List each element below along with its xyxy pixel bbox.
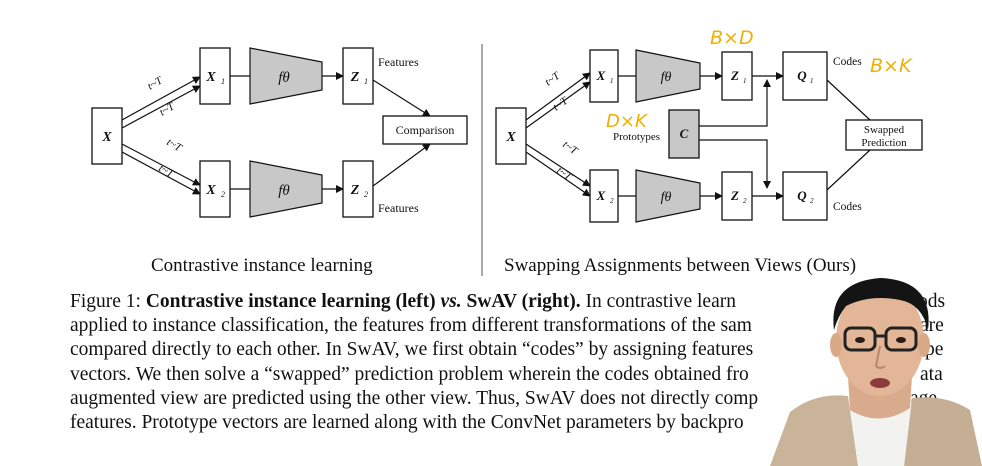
right-encoder1-label: fθ [661, 70, 672, 85]
right-input-label: X [505, 130, 516, 145]
right-codes-label-bottom: Codes [833, 201, 862, 213]
left-encoder2-label: fθ [278, 183, 290, 199]
swapped-prediction-box [845, 119, 923, 151]
right-view2-label: X [596, 188, 606, 203]
left-view1-sub: 1 [221, 77, 225, 86]
caption-line-2: applied to instance classification, the … [70, 314, 950, 338]
swapped-prediction-line1: Swapped [864, 124, 905, 136]
annotation-bxd: B×D [710, 27, 754, 49]
left-encoder1-label: fθ [278, 70, 290, 86]
right-code2-box [782, 171, 828, 221]
right-encoder2 [635, 169, 701, 223]
caption-line2-text: applied to instance classification, the … [70, 315, 752, 337]
right-transform-label: t~T [554, 165, 574, 184]
caption-line-1: Figure 1: Contrastive instance learning … [70, 290, 950, 314]
right-code1-label: Q [797, 68, 807, 83]
caption-line-4: vectors. We then solve a “swapped” predi… [70, 363, 950, 387]
left-feat2-label: Z [350, 183, 360, 198]
right-view1-label: X [596, 68, 606, 83]
left-features-label-bottom: Features [378, 201, 419, 215]
caption-line1-rest: In contrastive learn [580, 291, 736, 312]
prototypes-box [668, 109, 700, 159]
left-input-label: X [101, 130, 112, 145]
left-view1-box [199, 47, 231, 105]
left-feat2-sub: 2 [364, 190, 368, 199]
left-feat1-sub: 1 [364, 77, 368, 86]
caption-bold-2: SwAV (right). [461, 291, 581, 312]
caption-line5-end: age [910, 387, 938, 409]
right-input-box [495, 107, 527, 165]
left-feat1-label: Z [350, 70, 360, 85]
left-transform-label: t~T [146, 74, 166, 92]
left-transform-label: t~T [158, 100, 178, 118]
right-transform-label: t~T [543, 69, 563, 88]
right-feat2-label: Z [730, 188, 739, 203]
left-view2-box [199, 160, 231, 218]
prototypes-box-label: C [680, 126, 689, 141]
right-code2-sub: 2 [810, 197, 814, 205]
figure-diagram: X t~T t~T t~T t~T X 1 fθ Z 1 Features X … [91, 27, 923, 276]
caption-line4-text: vectors. We then solve a “swapped” predi… [70, 363, 749, 385]
right-feat1-sub: 1 [743, 77, 747, 85]
left-encoder2 [249, 160, 323, 218]
right-transform-label: t~T [560, 139, 580, 158]
caption-line2-end: are [920, 315, 944, 337]
caption-line1-end: ods [918, 291, 946, 312]
right-code1-sub: 1 [810, 77, 814, 85]
right-diagram-caption: Swapping Assignments between Views (Ours… [504, 255, 857, 276]
caption-line-6: features. Prototype vectors are learned … [70, 411, 950, 435]
caption-bold-vs: vs. [440, 291, 462, 312]
caption-line5-text: augmented view are predicted using the o… [70, 387, 759, 409]
right-encoder2-label: fθ [661, 190, 672, 205]
caption-prefix: Figure 1: [70, 291, 146, 312]
handwritten-annotations: B×D D×K B×K [606, 27, 913, 132]
left-view2-sub: 2 [221, 190, 225, 199]
prototypes-label: Prototypes [613, 131, 660, 143]
figure-caption: Figure 1: Contrastive instance learning … [70, 290, 950, 435]
caption-line6-text: features. Prototype vectors are learned … [70, 412, 744, 434]
comparison-label: Comparison [396, 123, 455, 137]
right-encoder1 [635, 49, 701, 103]
right-view2-box [589, 169, 619, 223]
left-transform-label: t~T [165, 136, 185, 154]
right-code2-label: Q [797, 188, 807, 203]
right-diagram: X t~T t~T t~T t~T X 1 fθ Z 1 Q 1 Codes P… [495, 49, 923, 223]
right-codes-label-top: Codes [833, 56, 862, 68]
caption-line-5: augmented view are predicted using the o… [70, 387, 950, 411]
caption-line3-text: compared directly to each other. In SwAV… [70, 339, 754, 361]
left-feat2-box [342, 160, 374, 218]
caption-line4-end: ata [920, 363, 943, 385]
caption-line3-end: pe [925, 339, 944, 361]
left-view2-label: X [205, 183, 216, 198]
annotation-dxk: D×K [606, 111, 648, 132]
left-transform-label: t~T [157, 162, 177, 180]
right-view1-sub: 1 [610, 77, 614, 85]
comparison-box [382, 115, 468, 145]
caption-bold-1: Contrastive instance learning (left) [145, 291, 441, 312]
right-feat1-box [721, 51, 753, 101]
right-feat2-box [721, 171, 753, 221]
left-encoder1 [249, 47, 323, 105]
right-code1-box [782, 51, 828, 101]
right-feat1-label: Z [730, 68, 739, 83]
right-view1-box [589, 49, 619, 103]
swapped-prediction-line2: Prediction [861, 137, 907, 149]
left-features-label-top: Features [378, 55, 419, 69]
left-diagram-caption: Contrastive instance learning [151, 255, 373, 276]
right-view2-sub: 2 [610, 197, 614, 205]
left-view1-label: X [205, 70, 216, 85]
annotation-bxk: B×K [870, 55, 913, 77]
left-input-box [91, 107, 123, 165]
caption-line-3: compared directly to each other. In SwAV… [70, 338, 950, 362]
right-feat2-sub: 2 [743, 197, 747, 205]
left-feat1-box [342, 47, 374, 105]
left-diagram: X t~T t~T t~T t~T X 1 fθ Z 1 Features X … [91, 47, 468, 218]
